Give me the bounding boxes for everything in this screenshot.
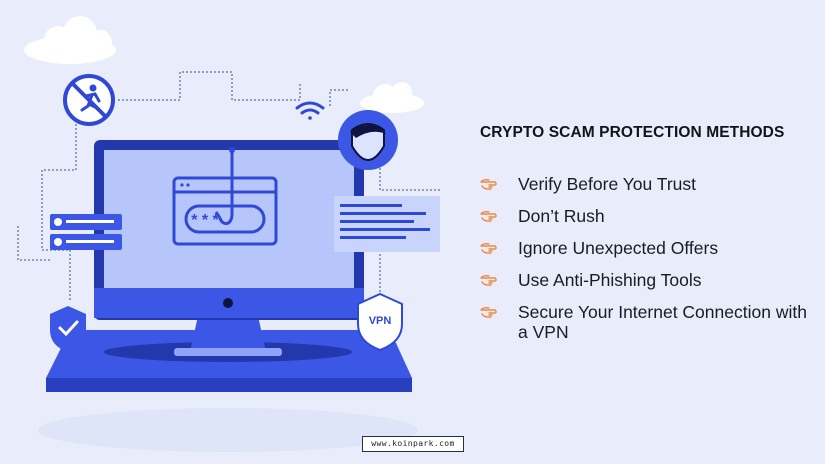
- user-avatar-icon: [338, 110, 398, 170]
- methods-panel: CRYPTO SCAM PROTECTION METHODS Verify Be…: [478, 124, 818, 354]
- method-item: Secure Your Internet Connection with a V…: [478, 302, 818, 342]
- method-label: Verify Before You Trust: [518, 174, 697, 194]
- pointing-hand-icon: [480, 306, 497, 318]
- method-label: Use Anti-Phishing Tools: [518, 270, 702, 290]
- method-item: Verify Before You Trust: [478, 174, 818, 194]
- info-card: [334, 196, 440, 252]
- shield-check-icon: [50, 306, 86, 352]
- method-item: Don’t Rush: [478, 206, 818, 226]
- panel-title: CRYPTO SCAM PROTECTION METHODS: [480, 124, 785, 141]
- monitor: [94, 140, 364, 320]
- floor-reflection: [38, 408, 418, 452]
- pointing-hand-icon: [480, 178, 497, 190]
- method-item: Ignore Unexpected Offers: [478, 238, 818, 258]
- pointing-hand-icon: [480, 210, 497, 222]
- website-url[interactable]: www.koinpark.com: [362, 436, 464, 452]
- method-label: Secure Your Internet Connection with a V…: [518, 302, 807, 342]
- pointing-hand-icon: [480, 242, 497, 254]
- vpn-shield-icon: [357, 292, 403, 352]
- method-item: Use Anti-Phishing Tools: [478, 270, 818, 290]
- message-list: [50, 214, 122, 250]
- vpn-label: VPN: [369, 315, 392, 327]
- wifi-icon: [295, 101, 325, 120]
- phishing-hook-icon: [172, 147, 278, 246]
- method-label: Ignore Unexpected Offers: [518, 238, 719, 258]
- methods-list: Verify Before You Trust Don’t Rush Ignor…: [478, 174, 818, 342]
- password-mask: * * *: [191, 212, 219, 229]
- illustration: * * *: [17, 16, 440, 452]
- pointing-hand-icon: [480, 274, 497, 286]
- monitor-stand: [174, 316, 282, 356]
- cloud-left: [24, 16, 116, 64]
- method-label: Don’t Rush: [518, 206, 605, 226]
- no-running-icon: [63, 74, 115, 126]
- cloud-right: [360, 82, 424, 113]
